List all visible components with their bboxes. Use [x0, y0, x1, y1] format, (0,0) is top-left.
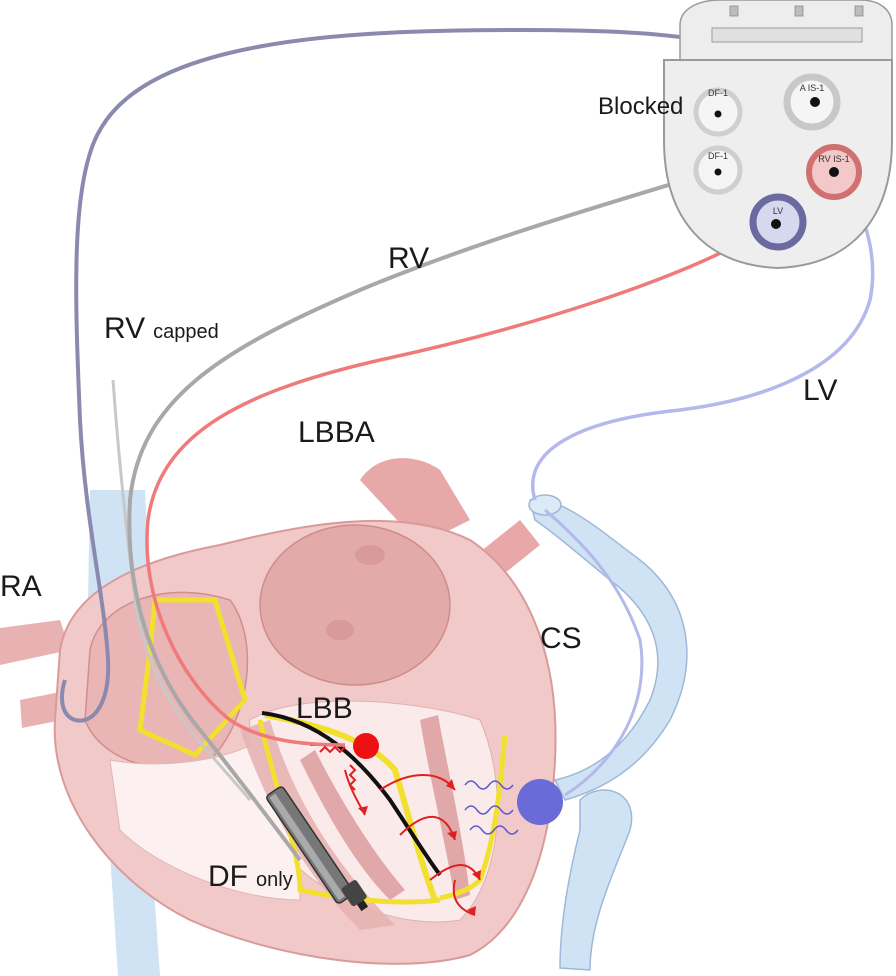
coronary-sinus — [529, 498, 688, 801]
lv-lead-in-cs — [544, 508, 644, 797]
port-a-is1: A IS-1 — [783, 73, 841, 131]
lv-pacing-site — [517, 779, 563, 825]
lbb-pacing-site — [353, 733, 379, 759]
left-bundle-branch-path — [264, 712, 438, 902]
label-rv-capped-sub: capped — [153, 321, 219, 343]
label-df-main: DF — [208, 860, 248, 893]
activation-arrowheads — [358, 779, 481, 915]
port-df1-top: DF-1 — [693, 87, 743, 137]
atrium-highlight-2 — [326, 620, 354, 640]
papillary-muscle — [300, 750, 405, 900]
label-rv-capped-main: RV — [104, 312, 145, 345]
label-cs: CS — [540, 622, 582, 655]
purkinje-lateral — [439, 734, 508, 901]
port-label-df1-top: DF-1 — [708, 88, 728, 98]
aortic-arch — [360, 458, 470, 545]
port-label-a-is1: A IS-1 — [800, 83, 825, 93]
port-label-df1-bottom: DF-1 — [708, 151, 728, 161]
label-rv-capped: RV capped — [104, 312, 219, 345]
conduction-system-ra — [137, 597, 248, 758]
lbba-lead — [145, 230, 761, 747]
coronary-sinus-lower — [559, 789, 633, 971]
rv-capped-lead — [111, 379, 252, 801]
label-lbba: LBBA — [298, 416, 375, 449]
coronary-sinus-ostium — [528, 494, 562, 516]
lbb-zigzag — [319, 745, 357, 791]
right-bundle-branch-path — [257, 719, 441, 905]
port-rv-is1: RV IS-1 — [806, 144, 862, 200]
rv-lead — [127, 168, 719, 862]
papillary-muscle-2 — [420, 715, 470, 900]
label-df-sub: only — [256, 869, 293, 891]
df-coil — [266, 786, 354, 904]
port-df1-bottom: DF-1 — [693, 145, 743, 195]
header-connector-block — [711, 27, 863, 43]
label-rv: RV — [388, 242, 429, 275]
label-ra: RA — [0, 570, 42, 603]
ra-lead — [60, 27, 814, 723]
lv-pacing-waves — [464, 780, 519, 835]
port-label-rv-is1: RV IS-1 — [818, 154, 849, 164]
port-label-lv: LV — [773, 206, 783, 216]
label-lbb: LBB — [296, 692, 353, 725]
label-lv: LV — [803, 374, 837, 407]
atrium-highlight — [355, 545, 385, 565]
icd-device: DF-1 A IS-1 DF-1 RV IS-1 LV — [663, 0, 893, 270]
interventricular-septum — [240, 720, 395, 930]
lbb-lead-path — [261, 711, 442, 877]
lv-lead — [531, 170, 875, 501]
header-pins — [729, 5, 864, 17]
label-df-only: DF only — [208, 860, 293, 893]
port-lv: LV — [749, 193, 807, 251]
df-lead-tip — [341, 880, 369, 912]
label-blocked: Blocked — [598, 93, 683, 120]
left-atrium — [259, 524, 451, 686]
pulmonary-vessel-left — [0, 620, 70, 665]
